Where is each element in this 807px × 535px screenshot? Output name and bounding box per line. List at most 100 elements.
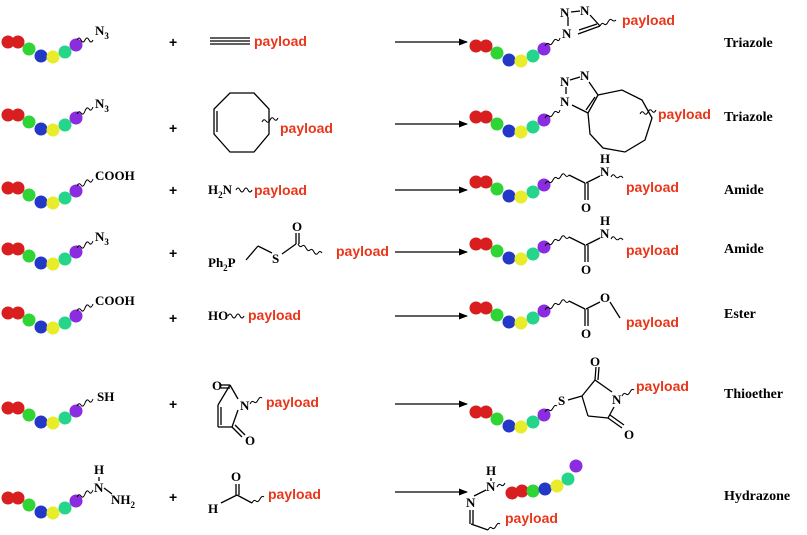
peptide-chain <box>469 405 551 434</box>
amino-acid-bead-icon <box>502 315 516 329</box>
peptide-chain <box>1 181 83 210</box>
linkage-label: Triazole <box>724 36 773 51</box>
amine-label: H2N <box>208 182 233 200</box>
amino-acid-bead-icon <box>469 110 483 124</box>
plus-sign: + <box>169 245 177 261</box>
amino-acid-bead-icon <box>22 249 36 263</box>
aldehyde-oxygen: O <box>231 469 241 484</box>
hydrazine-n1: N <box>94 480 104 495</box>
amino-acid-bead-icon <box>514 316 528 330</box>
amide-nitrogen: N <box>600 226 610 241</box>
payload-label: payload <box>268 486 321 502</box>
plus-sign: + <box>169 182 177 198</box>
triazole-n2: N <box>580 3 590 18</box>
amino-acid-bead-icon <box>490 46 504 60</box>
imide-nitrogen: N <box>240 398 250 413</box>
carboxylic-acid-label: COOH <box>95 293 135 308</box>
plus-sign: + <box>169 310 177 326</box>
linkage-label: Ester <box>724 307 756 322</box>
row-acid-amine: COOH + H2N payload O N H payload Amide <box>1 151 764 215</box>
triazole-product: N N N payload <box>544 3 675 47</box>
hydrazone-imine-n: N <box>466 495 476 510</box>
amino-acid-bead-icon <box>490 412 504 426</box>
amino-acid-bead-icon <box>479 405 493 419</box>
amino-acid-bead-icon <box>479 301 493 315</box>
azide-label: N3 <box>95 23 109 41</box>
amino-acid-bead-icon <box>514 54 528 68</box>
hydroxyl-label: HO <box>208 308 228 323</box>
payload-label: payload <box>254 182 307 198</box>
cyclooctyne-reagent: payload <box>213 92 333 153</box>
azide-label: N3 <box>95 96 109 114</box>
payload-label: payload <box>622 12 675 28</box>
amino-acid-bead-icon <box>537 42 551 56</box>
amino-acid-bead-icon <box>11 35 25 49</box>
amino-acid-bead-icon <box>34 256 48 270</box>
amino-acid-bead-icon <box>469 405 483 419</box>
wavy-linker <box>76 37 94 43</box>
amino-acid-bead-icon <box>469 301 483 315</box>
peptide-chain <box>469 237 551 266</box>
plus-sign: + <box>169 34 177 50</box>
amino-acid-bead-icon <box>526 120 540 134</box>
amino-acid-bead-icon <box>34 122 48 136</box>
amino-acid-bead-icon <box>22 313 36 327</box>
ester-oxygen: O <box>600 290 610 305</box>
amino-acid-bead-icon <box>34 415 48 429</box>
payload-label: payload <box>658 106 711 122</box>
amino-acid-bead-icon <box>537 304 551 318</box>
carbonyl-oxygen: O <box>581 262 591 277</box>
amino-acid-bead-icon <box>69 404 83 418</box>
amino-acid-bead-icon <box>1 181 15 195</box>
payload-label: payload <box>626 179 679 195</box>
peptide-chain <box>1 108 83 137</box>
amino-acid-bead-icon <box>514 252 528 266</box>
amino-acid-bead-icon <box>490 117 504 131</box>
row-staudinger: N3 + Ph2P S O payload O N H payload <box>1 213 764 277</box>
amino-acid-bead-icon <box>526 185 540 199</box>
amino-acid-bead-icon <box>46 416 60 430</box>
peptide-chain <box>1 35 83 64</box>
amino-acid-bead-icon <box>22 42 36 56</box>
amino-acid-bead-icon <box>69 38 83 52</box>
hydrazine-nh2: NH2 <box>111 492 136 510</box>
plus-sign: + <box>169 489 177 505</box>
amino-acid-bead-icon <box>11 491 25 505</box>
linkage-label: Amide <box>724 183 764 198</box>
peptide-chain <box>469 175 551 204</box>
carbonyl-oxygen-top: O <box>212 378 222 393</box>
alcohol-reagent: HO payload <box>208 307 301 323</box>
triazole-n3: N <box>560 74 570 89</box>
amine-reagent: H2N payload <box>208 182 307 200</box>
row-thiol-maleimide: SH + N O O payload S <box>1 354 783 448</box>
amino-acid-bead-icon <box>58 411 72 425</box>
amino-acid-bead-icon <box>22 115 36 129</box>
amino-acid-bead-icon <box>502 251 516 265</box>
amino-acid-bead-icon <box>11 181 25 195</box>
amino-acid-bead-icon <box>502 53 516 67</box>
amino-acid-bead-icon <box>490 308 504 322</box>
amino-acid-bead-icon <box>479 175 493 189</box>
plus-sign: + <box>169 396 177 412</box>
amino-acid-bead-icon <box>58 501 72 515</box>
amino-acid-bead-icon <box>11 401 25 415</box>
amino-acid-bead-icon <box>469 175 483 189</box>
amino-acid-bead-icon <box>550 479 564 493</box>
carbonyl-oxygen: O <box>581 200 591 215</box>
amino-acid-bead-icon <box>22 408 36 422</box>
amino-acid-bead-icon <box>502 124 516 138</box>
phosphinothioester-reagent: Ph2P S O payload <box>208 219 389 273</box>
triazole-n3: N <box>560 5 570 20</box>
peptide-chain <box>1 401 83 430</box>
amino-acid-bead-icon <box>514 190 528 204</box>
carboxylic-acid-label: COOH <box>95 168 135 183</box>
azide-label: N3 <box>95 229 109 247</box>
amino-acid-bead-icon <box>58 118 72 132</box>
amino-acid-bead-icon <box>34 320 48 334</box>
amino-acid-bead-icon <box>479 110 493 124</box>
amino-acid-bead-icon <box>526 247 540 261</box>
amino-acid-bead-icon <box>69 309 83 323</box>
amino-acid-bead-icon <box>538 482 552 496</box>
amino-acid-bead-icon <box>58 45 72 59</box>
